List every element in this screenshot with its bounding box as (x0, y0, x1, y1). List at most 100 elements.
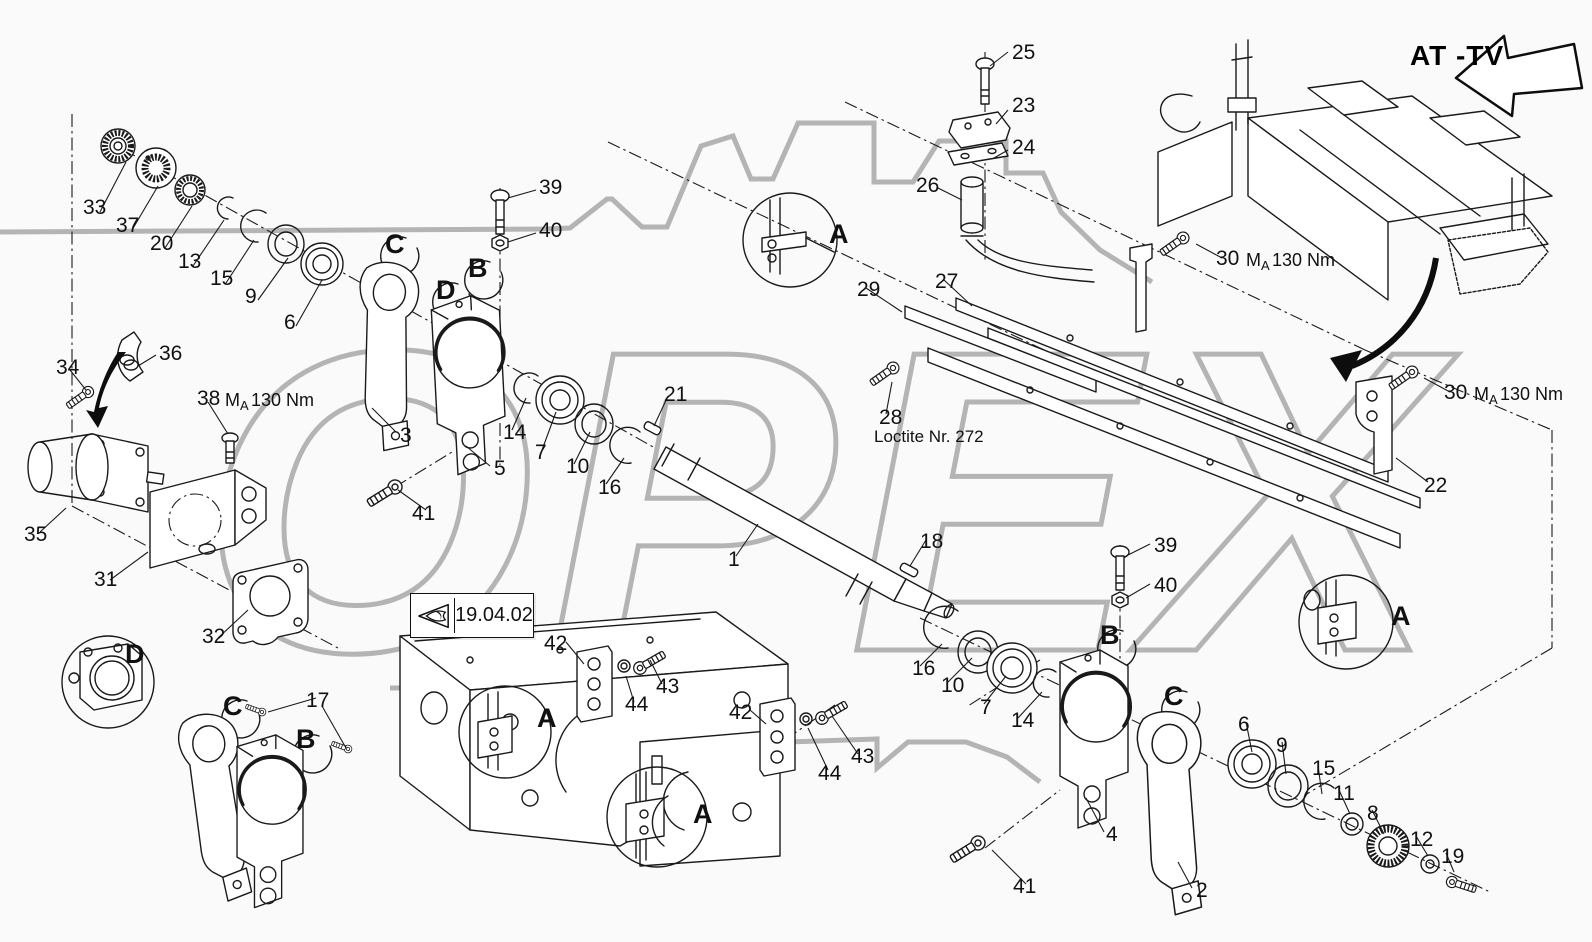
part-label-A: A (829, 219, 849, 249)
part-label-43: 43 (656, 675, 680, 698)
part-label-9: 9 (245, 285, 257, 308)
part-label-D: D (125, 639, 145, 669)
part-label-42: 42 (729, 701, 753, 724)
fastener-39-40-right (1110, 545, 1130, 609)
coupling-gear-set (100, 128, 344, 286)
detail-circle-A-right (1298, 574, 1394, 670)
part-label-43: 43 (851, 745, 875, 768)
part-label-6: 6 (284, 311, 296, 334)
part-label-5: 5 (494, 457, 506, 480)
part-label-44: 44 (625, 693, 649, 716)
part-label-30: 30 (1444, 381, 1468, 404)
part-label-19: 19 (1441, 845, 1465, 868)
part-label-M: M (225, 390, 240, 410)
part-label-A: A (1261, 258, 1270, 273)
detail-circle-A-bottom (606, 766, 708, 868)
part-label-44: 44 (818, 762, 842, 785)
part-label-8: 8 (1367, 802, 1379, 825)
part-label-38: 38 (197, 387, 221, 410)
part-label-13: 13 (178, 250, 202, 273)
part-label-15: 15 (1312, 757, 1336, 780)
part-label-42: 42 (544, 632, 568, 655)
part-label-39: 39 (539, 176, 563, 199)
part-label-35: 35 (24, 523, 48, 546)
part-label-B: B (296, 724, 316, 754)
plate-42-left (576, 645, 668, 723)
part-label-B: B (468, 253, 488, 283)
part-label-15: 15 (210, 267, 234, 290)
part-label-M: M (1246, 250, 1261, 270)
part-label-9: 9 (1276, 734, 1288, 757)
part-label-11: 11 (1333, 782, 1355, 805)
part-label-36: 36 (159, 342, 183, 365)
detail-circle-A-mid (458, 685, 552, 779)
part-label-C: C (1164, 681, 1184, 711)
page-title: AT -TV (1410, 40, 1505, 71)
leader-lines (39, 51, 1455, 889)
part-label-A: A (240, 398, 249, 413)
part-label-41: 41 (412, 502, 436, 525)
part-label-2: 2 (1196, 879, 1208, 902)
part-label-A: A (537, 703, 557, 733)
part-label-21: 21 (664, 383, 688, 406)
part-label-39: 39 (1154, 534, 1178, 557)
part-label-23: 23 (1012, 94, 1036, 117)
part-label-C: C (223, 691, 243, 721)
part-label-32: 32 (202, 625, 226, 648)
part-label-A: A (1489, 392, 1498, 407)
part-label-40: 40 (539, 219, 563, 242)
part-label-4: 4 (1106, 823, 1118, 846)
part-label-1: 1 (728, 548, 740, 571)
part-label-C: C (385, 229, 405, 259)
part-label-A: A (1391, 601, 1411, 631)
part-label-28: 28 (879, 406, 903, 429)
assembly-arrow-left (86, 352, 126, 428)
clamp-group (947, 57, 1095, 283)
part-label-14: 14 (503, 421, 527, 444)
stamp-date: 19.04.02 (455, 604, 533, 626)
fastener-39-40-top (490, 189, 510, 252)
rail-set (867, 229, 1421, 549)
part-label-6: 6 (1238, 713, 1250, 736)
part-label-26: 26 (916, 174, 940, 197)
motor-bracket-group (27, 331, 309, 646)
part-label-7: 7 (535, 441, 547, 464)
part-label-16: 16 (912, 657, 936, 680)
plate-42-right (759, 697, 850, 777)
part-label-130 Nm: 130 Nm (1272, 250, 1336, 270)
part-label-41: 41 (1013, 875, 1037, 898)
right-bearing-set (923, 605, 1057, 698)
part-label-20: 20 (150, 232, 174, 255)
machine-overview (1157, 39, 1553, 301)
part-label-3: 3 (400, 424, 412, 447)
part-label-17: 17 (306, 689, 330, 712)
part-label-34: 34 (56, 356, 80, 379)
part-label-25: 25 (1012, 41, 1036, 64)
part-label-24: 24 (1012, 136, 1036, 159)
assembly-arrow-right (1330, 257, 1439, 382)
revision-stamp: 19.04.02 (410, 593, 534, 638)
part-label-10: 10 (566, 455, 590, 478)
part-label-130 Nm: 130 Nm (1500, 384, 1564, 404)
part-label-M: M (1474, 384, 1489, 404)
part-label-16: 16 (598, 476, 622, 499)
part-label-10: 10 (941, 674, 965, 697)
part-label-12: 12 (1410, 828, 1434, 851)
part-label-18: 18 (920, 530, 944, 553)
part-label-130 Nm: 130 Nm (251, 390, 315, 410)
part-label-37: 37 (116, 214, 140, 237)
part-label-30: 30 (1216, 247, 1240, 270)
part-label-B: B (1100, 620, 1120, 650)
detail-circle-A-top (742, 192, 838, 288)
part-label-D: D (436, 275, 456, 305)
eye-icon (414, 598, 455, 633)
part-label-Loctite Nr. 272: Loctite Nr. 272 (874, 427, 984, 446)
watermark-zigzag-top (0, 120, 1154, 285)
detail-circle-D (61, 635, 155, 729)
part-label-29: 29 (857, 278, 881, 301)
part-label-33: 33 (83, 196, 107, 219)
part-label-A: A (693, 799, 713, 829)
part-label-27: 27 (935, 270, 959, 293)
